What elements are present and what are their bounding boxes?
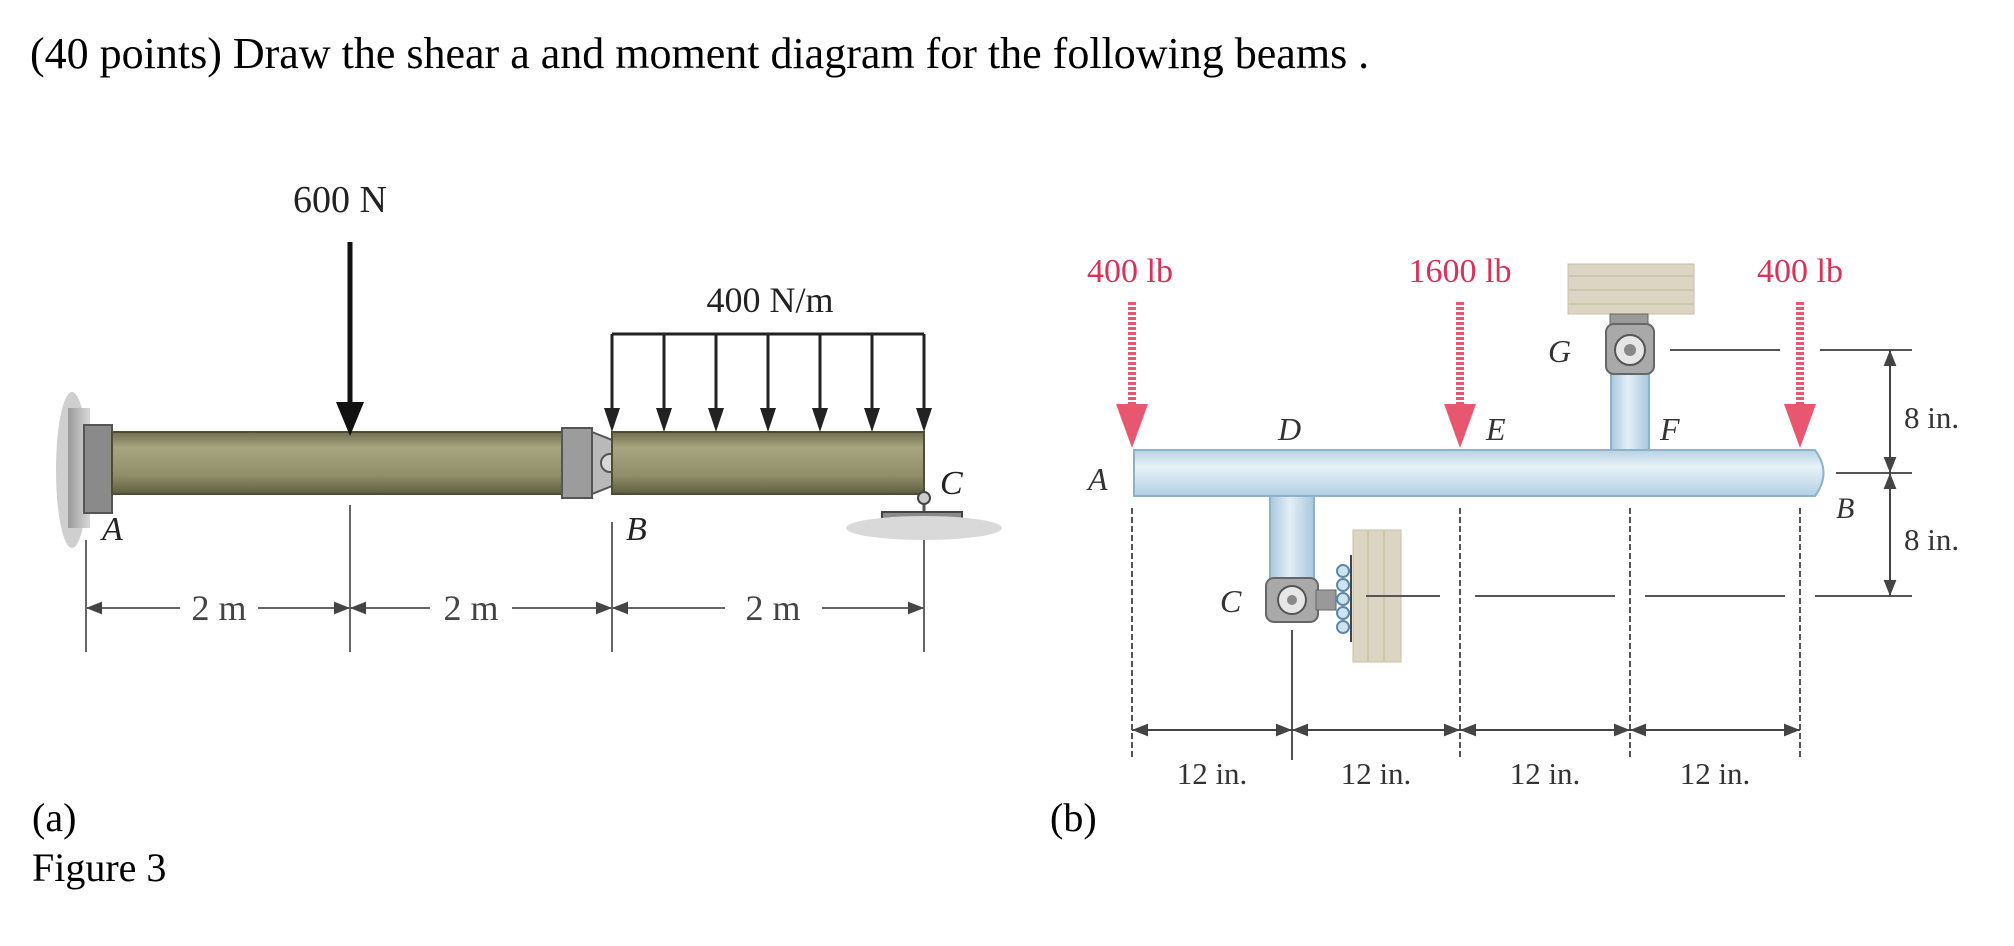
distributed-load-arrow <box>708 334 724 432</box>
fixed-support-a <box>56 392 113 548</box>
load-arrow-400lb-b <box>1784 302 1816 448</box>
point-label-b-f: F <box>1659 411 1680 447</box>
distributed-load-arrow <box>604 334 620 432</box>
distributed-load-arrow <box>656 334 672 432</box>
point-label-b-b: B <box>1836 492 1854 525</box>
h-dim-label-3: 12 in. <box>1510 756 1581 791</box>
distributed-load-arrow <box>812 334 828 432</box>
dimension-label-3: 2 m <box>745 588 800 628</box>
point-load-label: 600 N <box>293 179 387 221</box>
load-label-400lb-b: 400 lb <box>1757 253 1843 290</box>
h-dim-label-4: 12 in. <box>1680 756 1751 791</box>
point-load-600n <box>336 242 364 436</box>
point-label-c: C <box>940 465 963 502</box>
load-label-1600lb: 1600 lb <box>1409 253 1512 290</box>
dimension-label-2: 2 m <box>443 588 498 628</box>
h-dim-label-2: 12 in. <box>1341 756 1412 791</box>
distributed-load-arrow <box>916 334 932 432</box>
dimension-lines-a <box>85 505 925 652</box>
distributed-load-label: 400 N/m <box>706 280 833 320</box>
load-arrow-400lb-a <box>1116 302 1148 448</box>
h-dim-label-1: 12 in. <box>1177 756 1248 791</box>
pin-support-c <box>846 491 1002 540</box>
member-cd <box>1269 495 1315 589</box>
dimension-label-1: 2 m <box>191 588 246 628</box>
v-dim-label-1: 8 in. <box>1904 400 1959 435</box>
load-arrow-1600lb <box>1444 302 1476 448</box>
point-label-b-d: D <box>1277 411 1301 447</box>
beam-ab-b <box>1133 449 1825 497</box>
ceiling-support-g <box>1567 263 1695 329</box>
point-label-b-e: E <box>1485 411 1506 447</box>
question-text: (40 points) Draw the shear a and moment … <box>30 29 1370 78</box>
beam-ab <box>111 431 563 495</box>
extension-lines-b <box>1131 349 1912 760</box>
v-dim-label-2: 8 in. <box>1904 522 1959 557</box>
point-label-b-a: A <box>1086 461 1108 497</box>
figure-label: Figure 3 <box>32 845 167 890</box>
distributed-load <box>604 332 932 432</box>
caption-a: (a) <box>32 795 77 840</box>
figure-a: 600 N 400 N/m A B C 2 m 2 m 2 m <box>56 179 1002 652</box>
pin-g <box>1605 323 1655 375</box>
beam-bc <box>611 431 925 495</box>
distributed-load-arrow <box>760 334 776 432</box>
distributed-load-arrow <box>864 334 880 432</box>
point-label-a: A <box>100 511 123 548</box>
caption-b: (b) <box>1050 795 1097 840</box>
load-label-400lb-a: 400 lb <box>1087 253 1173 290</box>
figure-b: 400 lb 1600 lb 400 lb A B C D E F G <box>1086 253 1959 791</box>
point-label-b: B <box>626 511 647 548</box>
point-label-b-c: C <box>1220 583 1242 619</box>
point-label-b-g: G <box>1548 333 1571 369</box>
